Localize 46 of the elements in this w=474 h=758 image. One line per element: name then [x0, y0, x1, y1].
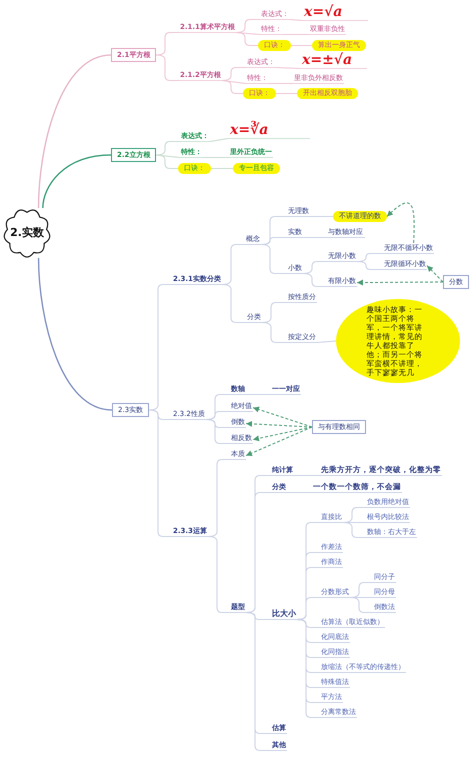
topic-label: 比大小	[271, 608, 297, 620]
branch-line	[316, 340, 336, 343]
branch-line	[236, 32, 258, 46]
formula: x=√a	[302, 4, 368, 20]
branch-line	[342, 522, 366, 538]
branch-line	[206, 419, 230, 444]
branch-line	[310, 216, 334, 217]
branch-line	[268, 83, 294, 84]
cloud-node: 2.实数	[3, 208, 51, 258]
dashed-arrow	[252, 426, 312, 442]
branch-line	[210, 168, 234, 169]
branch-line	[350, 597, 374, 613]
dashed-arrow	[386, 202, 415, 244]
branch-line	[156, 54, 180, 81]
dashed-arrow	[356, 280, 444, 286]
branch-line	[302, 237, 328, 238]
branch-line	[210, 138, 228, 142]
branch-line	[38, 54, 112, 208]
dashed-arrow	[246, 426, 312, 456]
branch-line	[262, 322, 288, 343]
formula: x=∛a	[228, 122, 310, 138]
branch-line	[276, 67, 300, 69]
formula: x=±√a	[300, 52, 367, 68]
branch-line	[302, 273, 328, 287]
branch-line	[222, 80, 244, 94]
dashed-arrow	[426, 265, 444, 282]
branch-line	[38, 258, 112, 411]
branch-line	[282, 34, 310, 35]
branch-line	[202, 157, 230, 158]
branch-line	[246, 394, 272, 395]
branch-line	[156, 154, 178, 169]
branch-line	[156, 154, 180, 158]
branch-line	[208, 536, 230, 613]
dashed-arrow	[252, 406, 312, 428]
branch-line	[290, 19, 302, 21]
branch-line	[222, 80, 246, 84]
dashed-arrow	[246, 420, 312, 428]
branch-line	[294, 475, 320, 476]
branch-line	[260, 244, 288, 274]
branch-line	[222, 284, 246, 323]
branch-line	[356, 261, 384, 270]
branch-line	[276, 93, 298, 94]
branch-line	[286, 492, 312, 493]
branch-line	[290, 45, 312, 46]
branch-line	[42, 154, 112, 208]
branch-line	[148, 410, 172, 537]
